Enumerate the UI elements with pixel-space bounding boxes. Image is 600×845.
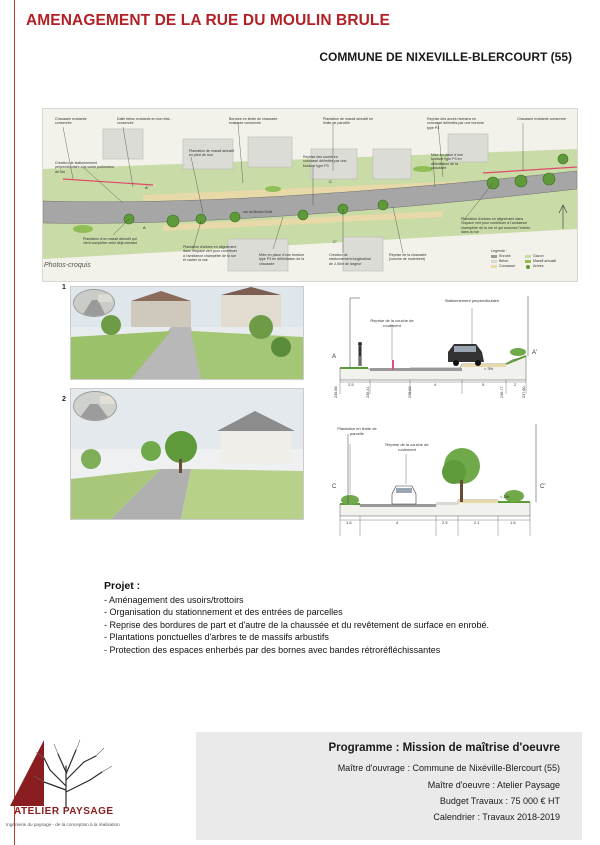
svg-text:C': C' — [333, 239, 337, 244]
section-aa-end-a: A — [332, 354, 337, 360]
legend-item: Enrobé — [499, 254, 511, 258]
section-aa-dim: 2 — [514, 382, 517, 387]
photo-number-2: 2 — [62, 396, 66, 403]
margin-rule — [14, 0, 15, 845]
programme-title: Programme : Mission de maîtrise d'oeuvre — [328, 742, 560, 754]
commune-title: COMMUNE DE NIXEVILLE-BLERCOURT (55) — [319, 50, 572, 64]
cross-section-aa: Reprise de la couche de roulement Statio… — [330, 290, 560, 396]
cross-section-aa-drawing — [339, 296, 529, 394]
plan-annotation: Plantation d'arbres en alignement dans l… — [461, 217, 531, 235]
photos-label: Photos-croquis — [44, 262, 91, 269]
photo-sketch-1 — [70, 286, 304, 380]
legend-item: Concassé — [499, 264, 515, 268]
photo-2-inset-image — [74, 392, 116, 420]
legend-swatch — [491, 260, 497, 263]
cross-section-cc-drawing — [339, 424, 537, 536]
tree-logo-icon — [10, 739, 113, 809]
section-aa-slope: < 3% — [484, 366, 494, 371]
plan-annotation: Chaussée existante conservée — [55, 117, 87, 126]
legend-item: Gazon — [533, 254, 544, 258]
section-aa-level: 236.77 — [500, 386, 504, 398]
project-item: - Reprise des bordures de part et d'autr… — [104, 619, 489, 630]
legend-item: Arbres — [533, 264, 544, 268]
section-cc-dim: 4 — [396, 520, 399, 525]
plan-annotation: Reprise des usoirs en concassé délimités… — [303, 155, 347, 168]
section-aa-dim: 2.5 — [348, 382, 354, 387]
section-cc-dim: 2.5 — [442, 520, 448, 525]
plan-legend: Légende : Enrobé Béton Concassé Gazon Ma… — [491, 249, 571, 277]
section-cc-dim: 1.6 — [510, 520, 516, 525]
site-plan-drawing: A A' C' C — [43, 109, 577, 281]
section-cc-label-roulement: Reprise de la couche de roulement — [385, 442, 429, 452]
project-item: - Aménagement des usoirs/trottoirs — [104, 594, 244, 605]
section-cc-end-c: C — [332, 484, 337, 490]
project-item: - Protection des espaces enherbés par de… — [104, 644, 441, 655]
plan-annotation: Plantation d'un massif arbustif qui vien… — [83, 237, 137, 246]
page-title: AMENAGEMENT DE LA RUE DU MOULIN BRULE — [26, 12, 390, 29]
section-aa-label-stationnement: Stationnement perpendiculaire — [444, 298, 500, 303]
project-summary: Projet : - Aménagement des usoirs/trotto… — [104, 580, 489, 657]
plan-annotation: Plantation de massif arbustif en limite … — [323, 117, 374, 126]
section-aa-level: 236.86 — [334, 386, 338, 398]
section-aa-dim: 5 — [482, 382, 485, 387]
photo-1-existing-inset — [73, 289, 115, 317]
plan-annotation: Mise en place d'une bordure type P3 en d… — [431, 153, 463, 171]
section-aa-level: 237.80 — [522, 386, 526, 398]
maitre-oeuvre: Maître d'oeuvre : Atelier Paysage — [427, 780, 560, 790]
plan-annotation: Reprise de la chaussée (couche de roulem… — [389, 253, 427, 262]
cross-section-cc: Plantation en limite de parcelle Reprise… — [330, 420, 560, 538]
section-cc-end-c-prime: C' — [540, 484, 546, 490]
plan-annotation: Création de stationnement perpendiculair… — [55, 161, 115, 174]
svg-text:A': A' — [145, 185, 149, 190]
plan-annotation: Dalle béton existante en bon état - cons… — [117, 117, 172, 126]
legend-item: Béton — [499, 259, 509, 263]
section-aa-label-roulement: Reprise de la couche de roulement — [370, 318, 414, 328]
project-item: - Plantations ponctuelles d'arbres te de… — [104, 632, 329, 643]
legend-swatch — [525, 255, 531, 258]
photo-number-1: 1 — [62, 284, 66, 291]
budget-travaux: Budget Travaux : 75 000 € HT — [439, 796, 560, 806]
legend-swatch — [525, 260, 531, 263]
plan-annotation: Création de stationnement longitudinal d… — [329, 253, 371, 266]
calendrier: Calendrier : Travaux 2018-2019 — [433, 812, 560, 822]
photo-sketch-2 — [70, 388, 304, 520]
legend-swatch — [526, 265, 530, 269]
logo-wordmark: ATELIER PAYSAGE — [14, 806, 114, 817]
photo-1-inset-image — [74, 290, 114, 316]
plan-annotation: Bordure en limite de chaussée existante … — [229, 117, 278, 126]
street-name: rue du Moulin Brûlé — [243, 210, 273, 214]
section-aa-dim: 4 — [434, 382, 437, 387]
plan-annotation: Mise en place d'une bordure type P3 en d… — [259, 253, 305, 266]
project-item: - Organisation du stationnement et des e… — [104, 607, 343, 618]
atelier-paysage-logo — [4, 736, 134, 840]
section-aa-level: 236.82 — [408, 386, 412, 398]
legend-swatch — [491, 255, 497, 258]
section-cc-dim: 2.1 — [474, 520, 480, 525]
plan-annotation: Plantation de massif arbustif en pied de… — [189, 149, 235, 158]
section-aa-level: 236.41 — [366, 386, 370, 398]
maitre-ouvrage: Maître d'ouvrage : Commune de Nixéville-… — [337, 763, 560, 773]
photo-2-existing-inset — [73, 391, 117, 421]
plan-annotation: Reprise des accès riverains en concassé … — [427, 117, 484, 130]
section-aa-end-a-prime: A' — [532, 350, 538, 356]
legend-swatch — [491, 265, 497, 268]
plan-annotation: Chaussée existante conservée — [517, 117, 567, 121]
site-plan: A A' C' C Chaussée existante conservée Dal… — [42, 108, 578, 282]
logo-tagline: Ingénierie du paysage - de la conception… — [6, 822, 120, 827]
section-cc-dim: 1.6 — [346, 520, 352, 525]
svg-text:C: C — [329, 179, 332, 184]
legend-title: Légende : — [491, 249, 507, 253]
plan-annotation: Plantation d'arbres en alignement dans l… — [183, 245, 238, 263]
legend-item: Massif arbustif — [533, 259, 557, 263]
section-cc-label-limite: Plantation en limite de parcelle — [337, 426, 377, 436]
project-title: Projet : — [104, 580, 141, 592]
svg-text:A: A — [143, 225, 146, 230]
section-cc-slope: < 2% — [500, 494, 510, 499]
mission-info-box: Programme : Mission de maîtrise d'oeuvre… — [196, 732, 582, 840]
